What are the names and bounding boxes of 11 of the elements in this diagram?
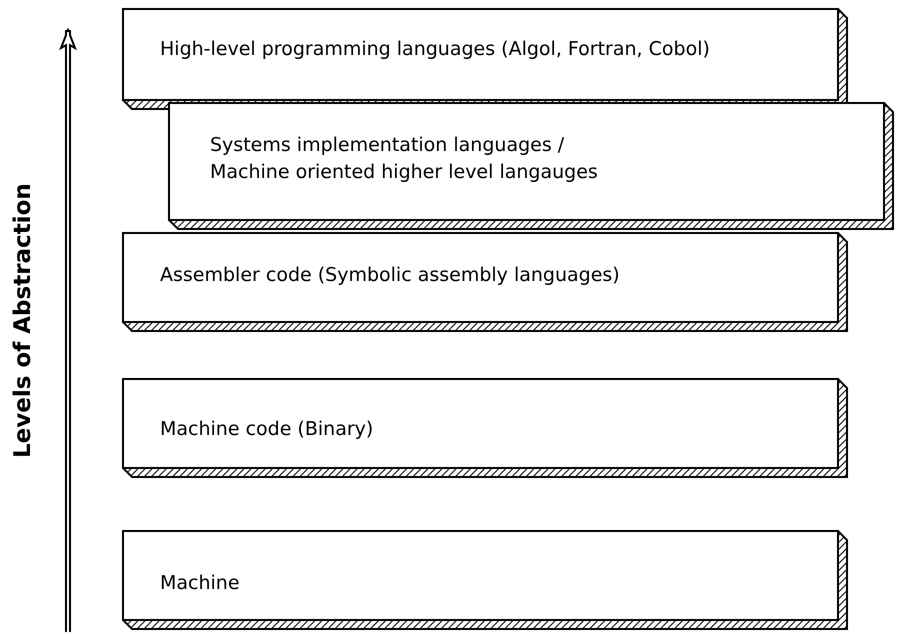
layer-label: Systems implementation languages / Machine oriented higher level langauges bbox=[210, 133, 599, 185]
layer-label: Assembler code (Symbolic assembly languages) bbox=[160, 263, 620, 288]
layer-box bbox=[122, 530, 848, 630]
layer-box bbox=[122, 8, 848, 110]
layer-label: Machine bbox=[160, 571, 240, 596]
axis-title: Levels of Abstraction bbox=[10, 182, 36, 458]
layer-label: Machine code (Binary) bbox=[160, 417, 374, 442]
layer-box bbox=[122, 232, 848, 332]
layer-box bbox=[122, 378, 848, 478]
layer-box bbox=[168, 102, 894, 230]
layer-label: High-level programming languages (Algol, Fortran, Cobol) bbox=[160, 37, 710, 62]
